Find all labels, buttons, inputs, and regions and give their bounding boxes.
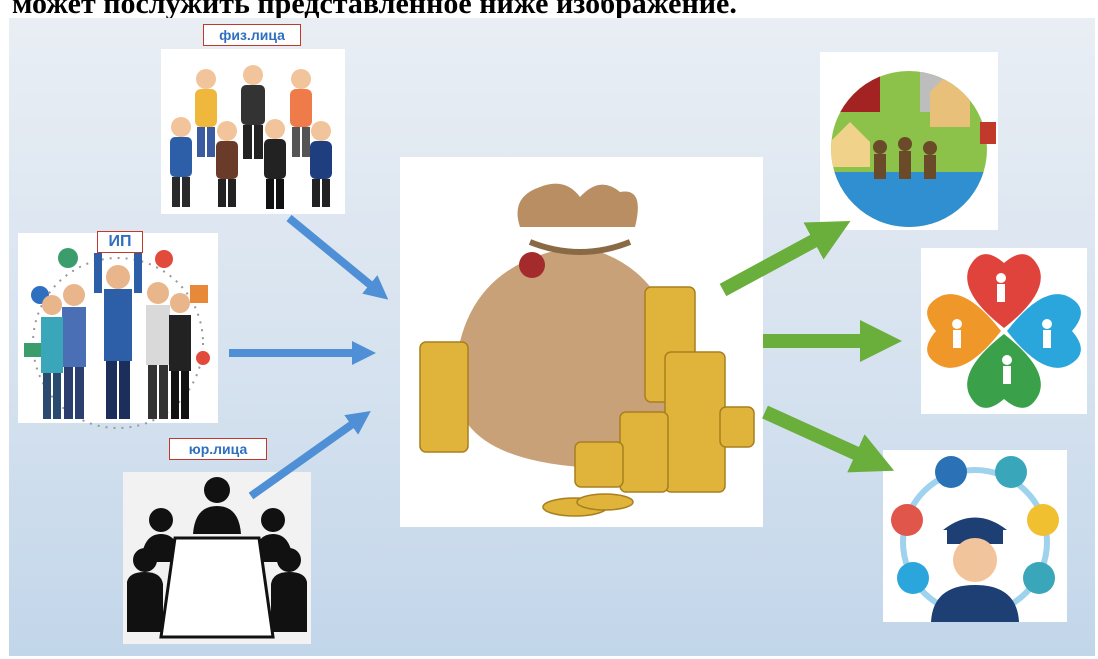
police-image bbox=[883, 450, 1067, 622]
page-heading: может послужить представленное ниже изоб… bbox=[12, 0, 1092, 24]
entrepreneurs-image bbox=[18, 233, 218, 429]
entrepreneurs-group-icon bbox=[24, 248, 210, 429]
money-bag-icon bbox=[419, 183, 755, 517]
diagram-canvas: физ.лица ИП bbox=[9, 18, 1095, 656]
legal-entities-image bbox=[123, 472, 311, 644]
meeting-table-icon bbox=[127, 477, 307, 639]
entrepreneurs-label: ИП bbox=[97, 231, 143, 253]
individuals-image bbox=[161, 49, 345, 214]
social-support-image bbox=[921, 248, 1087, 414]
legal-entities-label: юр.лица bbox=[169, 438, 267, 460]
social-support-icon bbox=[927, 254, 1081, 408]
money-bag-image bbox=[400, 157, 763, 527]
city-infrastructure-icon bbox=[831, 71, 996, 227]
heading-text: может послужить представленное ниже изоб… bbox=[12, 0, 737, 20]
city-infrastructure-image bbox=[820, 52, 998, 230]
individuals-label: физ.лица bbox=[203, 24, 301, 46]
police-icon bbox=[891, 456, 1059, 622]
people-group-icon bbox=[170, 65, 332, 209]
